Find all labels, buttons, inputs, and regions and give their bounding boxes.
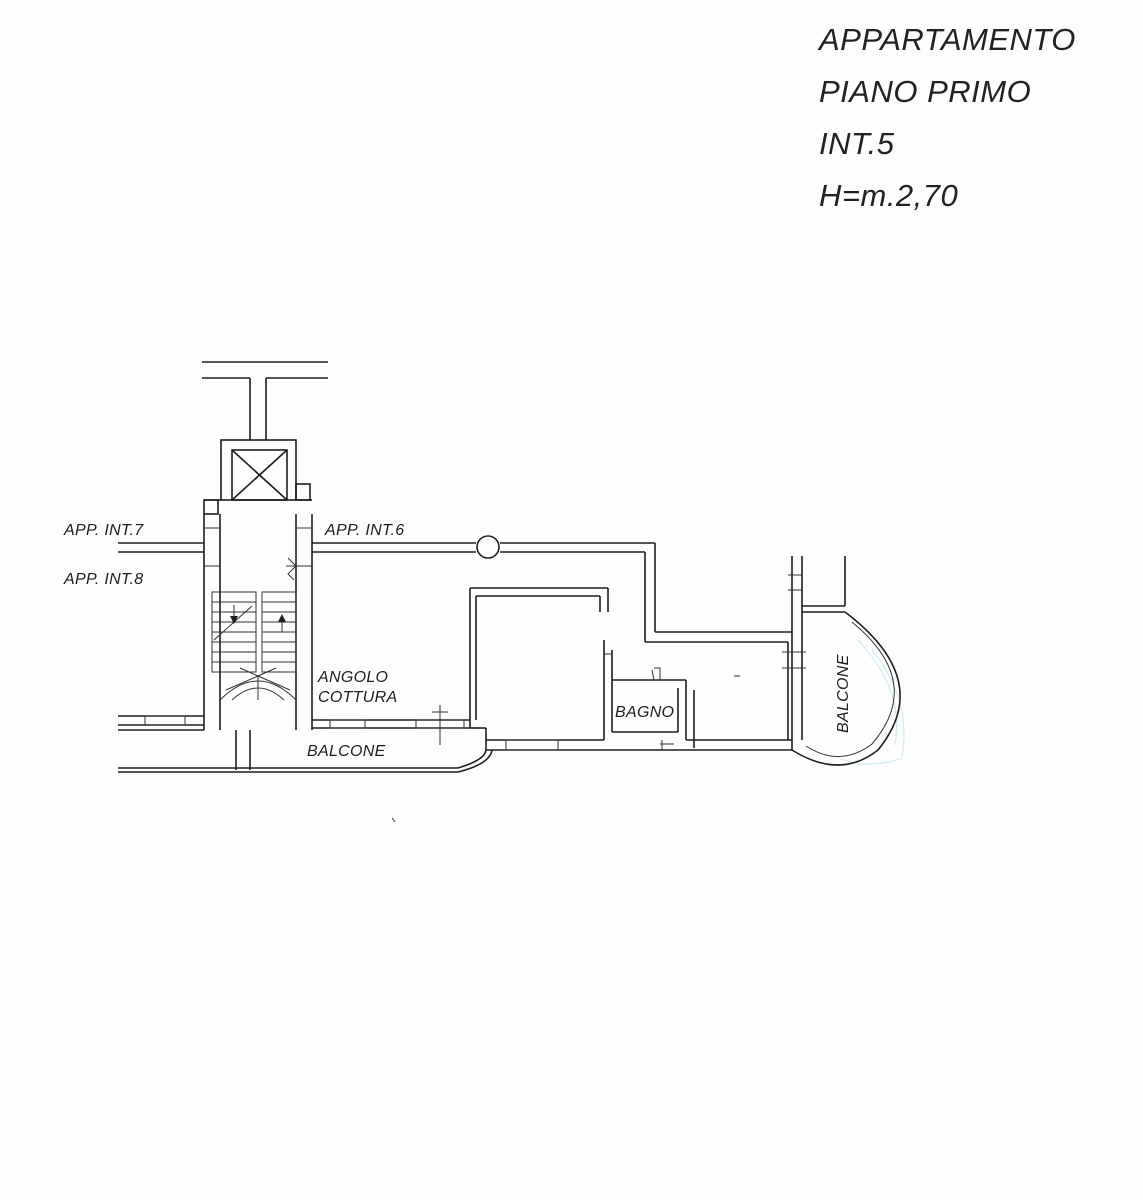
room-east [686,675,792,748]
elevator-shaft [203,439,312,515]
title-line-piano: PIANO PRIMO [819,74,1032,109]
stair-arrow-down-icon [230,605,238,624]
stair-treads [212,601,296,663]
apartment-south-wall [118,705,792,751]
title-line-height: H=m.2,70 [819,178,959,213]
label-app-int6: APP. INT.6 [324,522,405,539]
top-corridor [202,361,328,440]
title-block: APPARTAMENTO PIANO PRIMO INT.5 H=m.2,70 [819,14,1076,222]
apartment-east-wall [782,556,846,750]
label-bagno: BAGNO [615,704,674,721]
room-central [469,587,609,728]
label-app-int8: APP. INT.8 [63,571,144,588]
room-bagno [603,640,687,745]
stair-arrow-up-icon [278,614,286,632]
label-balcone-bottom: BALCONE [307,743,386,760]
balcony-right [791,611,901,766]
apartment-north-wall [312,535,792,643]
title-line-int: INT.5 [819,126,895,161]
left-neighbor-wall [118,542,204,553]
title-line-appartamento: APPARTAMENTO [819,22,1076,57]
label-app-int7: APP. INT.7 [63,522,144,539]
pencil-mark [391,817,396,823]
meter-icon [286,557,300,581]
stairwell [203,514,313,712]
label-balcone-right: BALCONE [835,654,852,733]
balcony-bottom [118,712,493,773]
label-cottura: COTTURA [318,689,397,706]
label-angolo: ANGOLO [317,669,388,686]
